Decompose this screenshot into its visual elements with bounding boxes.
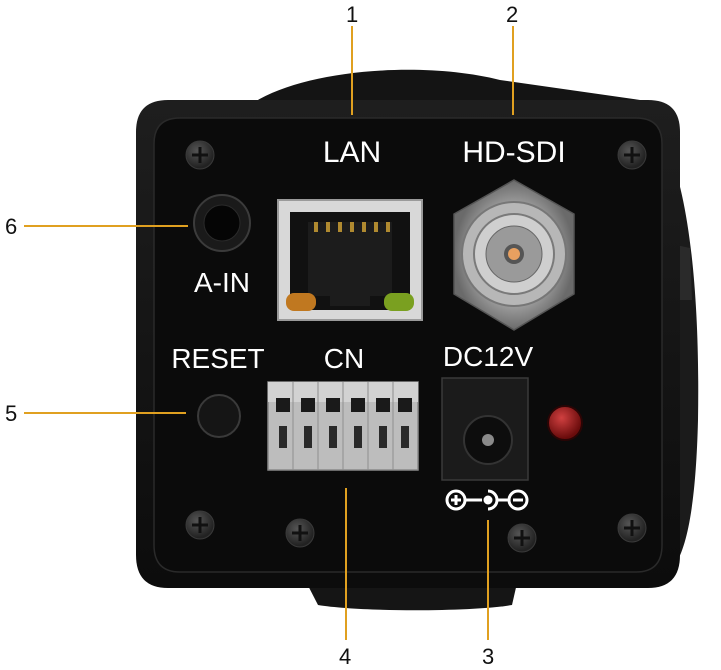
- reset-button: [197, 394, 241, 438]
- screw-icon: [617, 140, 647, 170]
- screw-icon: [617, 513, 647, 543]
- callout-2: 2: [506, 2, 518, 27]
- callout-1: 1: [346, 2, 358, 27]
- reset-label: RESET: [171, 343, 264, 374]
- audio-in-jack: [193, 194, 251, 252]
- cn-label: CN: [324, 343, 364, 374]
- lan-label: LAN: [323, 136, 381, 169]
- dc-polarity-icon: [445, 489, 529, 511]
- callout-6: 6: [5, 214, 17, 239]
- dc-power-jack: [441, 377, 529, 481]
- screw-icon: [185, 140, 215, 170]
- dc12v-label: DC12V: [443, 341, 534, 372]
- screw-icon: [285, 518, 315, 548]
- callout-5: 5: [5, 401, 17, 426]
- cn-terminal-block: [267, 381, 419, 471]
- callout-4: 4: [339, 644, 351, 669]
- callout-3: 3: [482, 644, 494, 669]
- power-indicator-led: [547, 405, 583, 441]
- hdsdi-bnc-connector: [453, 179, 575, 331]
- lan-port: [277, 199, 423, 321]
- ain-label: A-IN: [194, 267, 250, 298]
- leader-lines: [24, 26, 514, 640]
- screw-icon: [507, 523, 537, 553]
- screw-icon: [185, 510, 215, 540]
- hdsdi-label: HD-SDI: [462, 136, 565, 169]
